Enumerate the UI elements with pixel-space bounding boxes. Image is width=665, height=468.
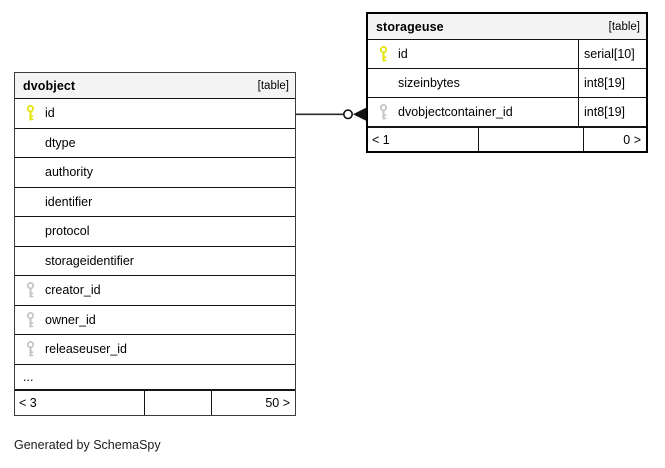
column-row-owner-id: owner_id (15, 305, 295, 335)
column-type: int8[19] (578, 98, 646, 126)
open-circle-marker (342, 109, 353, 120)
relationship-connector (296, 107, 366, 121)
footer-spacer-cell (478, 128, 583, 151)
column-row-releaseuser-id: releaseuser_id (15, 335, 295, 365)
column-name: releaseuser_id (45, 342, 127, 357)
ellipsis-label: ... (23, 369, 34, 384)
column-row-id: id (15, 99, 295, 129)
column-row-sizeinbytes: sizeinbytes int8[19] (368, 69, 646, 98)
table-title: dvobject (23, 78, 76, 93)
related-parents-count: < 3 (19, 395, 37, 410)
related-children-count: 50 > (211, 390, 295, 415)
column-row-creator-id: creator_id (15, 276, 295, 306)
related-parents-count: < 1 (372, 132, 390, 147)
column-row-id: id serial[10] (368, 40, 646, 69)
column-name: dvobjectcontainer_id (398, 105, 513, 119)
foreign-key-icon (26, 311, 35, 328)
table-footer: < 3 50 > (15, 389, 295, 415)
column-name: protocol (45, 224, 90, 239)
column-name: owner_id (45, 312, 96, 327)
column-name: id (45, 106, 55, 121)
footer-spacer-cell (144, 390, 211, 415)
table-header-dvobject[interactable]: dvobject [table] (15, 73, 295, 99)
column-row-authority: authority (15, 158, 295, 188)
foreign-key-icon (26, 282, 35, 299)
column-name: authority (45, 165, 93, 180)
primary-key-icon (379, 46, 388, 62)
table-type-badge: [table] (257, 79, 289, 92)
arrowhead-marker (353, 107, 366, 121)
table-footer: < 1 0 > (368, 127, 646, 151)
column-name: creator_id (45, 283, 101, 298)
generated-by-note: Generated by SchemaSpy (14, 438, 161, 452)
column-row-dtype: dtype (15, 128, 295, 158)
column-name: id (398, 47, 408, 61)
table-type-badge: [table] (608, 20, 640, 33)
table-title: storageuse (376, 19, 444, 34)
column-name: identifier (45, 194, 93, 209)
foreign-key-icon (26, 341, 35, 358)
column-name: dtype (45, 135, 76, 150)
column-type: int8[19] (578, 69, 646, 97)
column-row-protocol: protocol (15, 217, 295, 247)
table-header-storageuse[interactable]: storageuse [table] (368, 14, 646, 40)
column-row-identifier: identifier (15, 187, 295, 217)
more-columns-row: ... (15, 364, 295, 390)
related-children-count: 0 > (583, 128, 646, 151)
column-row-storageidentifier: storageidentifier (15, 246, 295, 276)
primary-key-icon (26, 105, 35, 122)
column-type: serial[10] (578, 40, 646, 68)
column-name: sizeinbytes (398, 76, 460, 90)
table-storageuse[interactable]: storageuse [table] id serial[10] sizeinb… (366, 12, 648, 153)
column-name: storageidentifier (45, 253, 134, 268)
table-dvobject[interactable]: dvobject [table] id dtype authority iden… (14, 72, 296, 416)
column-row-dvobjectcontainer-id: dvobjectcontainer_id int8[19] (368, 98, 646, 127)
foreign-key-icon (379, 104, 388, 120)
